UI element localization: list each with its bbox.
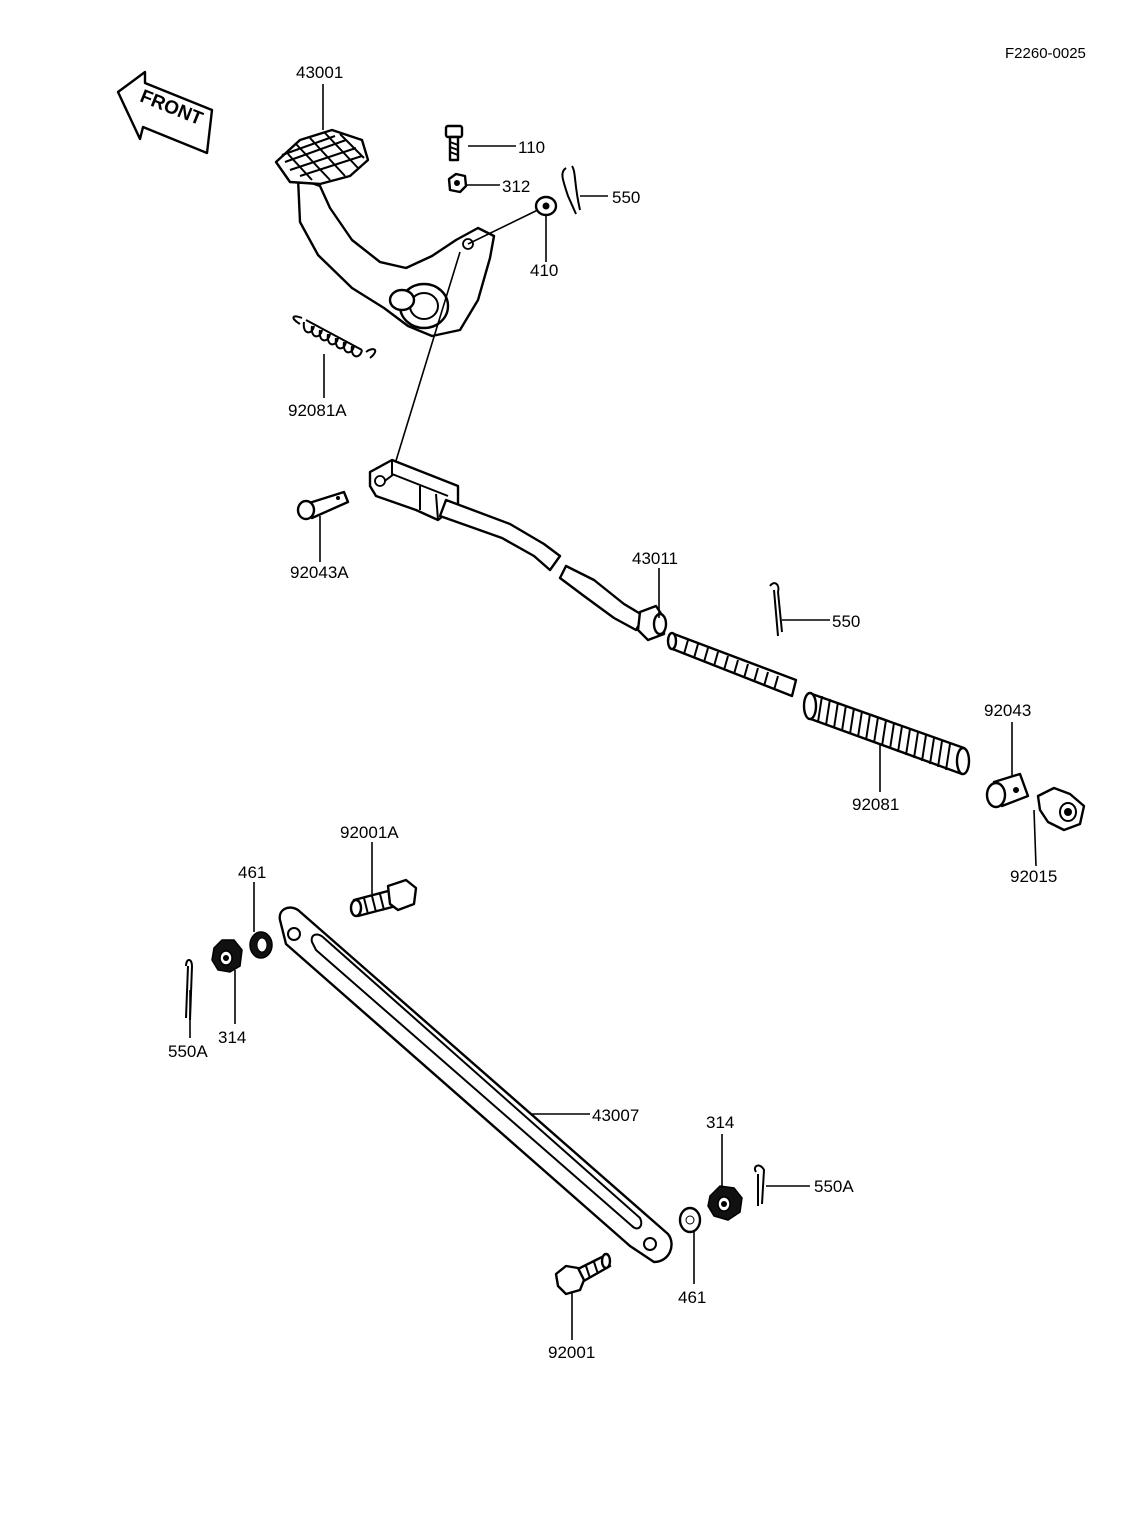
- label-92001A: 92001A: [340, 823, 399, 842]
- nut-314-left-part: [211, 939, 243, 973]
- label-92001: 92001: [548, 1343, 595, 1362]
- label-312: 312: [502, 177, 530, 196]
- cotter-pin-550-mid-part: [769, 582, 783, 637]
- cotter-pin-550A-right-part: [754, 1164, 766, 1206]
- spring-92081A-part: [292, 315, 377, 359]
- nut-312-part: [447, 172, 468, 194]
- brake-pedal-part: [274, 128, 496, 338]
- label-110: 110: [518, 138, 545, 157]
- label-410: 410: [530, 261, 558, 280]
- label-314-right: 314: [706, 1113, 734, 1132]
- label-550-mid: 550: [832, 612, 860, 631]
- label-92043A: 92043A: [290, 563, 349, 582]
- label-92081A: 92081A: [288, 401, 347, 420]
- label-92043: 92043: [984, 701, 1031, 720]
- label-92081: 92081: [852, 795, 899, 814]
- clevis-pin-92043A-part: [296, 490, 350, 521]
- label-314-left: 314: [218, 1028, 246, 1047]
- washer-461-right-part: [678, 1206, 702, 1234]
- cotter-pin-550A-left-part: [185, 959, 194, 1021]
- nut-314-right-part: [707, 1185, 743, 1221]
- label-550A-right: 550A: [814, 1177, 854, 1196]
- pin-92043-part: [985, 772, 1030, 809]
- front-arrow-icon: FRONT: [116, 70, 214, 155]
- spring-92081-part: [802, 691, 971, 776]
- threaded-rod-part: [666, 631, 798, 698]
- label-461-right: 461: [678, 1288, 706, 1307]
- label-550A-left: 550A: [168, 1042, 208, 1061]
- cotter-pin-550-top-part: [561, 165, 581, 215]
- washer-461-left-part: [249, 931, 273, 959]
- nut-92015-part: [1036, 786, 1086, 832]
- torque-link-43007-part: [278, 906, 673, 1264]
- label-92015: 92015: [1010, 867, 1057, 886]
- bolt-110-part: [444, 124, 464, 162]
- bolt-92001-part: [554, 1252, 612, 1296]
- label-461-left: 461: [238, 863, 266, 882]
- label-43011: 43011: [632, 549, 678, 568]
- label-550-top: 550: [612, 188, 640, 207]
- diagram-code: F2260-0025: [1005, 45, 1086, 62]
- washer-410-part: [534, 195, 558, 217]
- label-43001: 43001: [296, 63, 343, 82]
- bolt-92001A-part: [349, 878, 418, 918]
- brake-rod-43011-part: [368, 458, 668, 642]
- label-43007: 43007: [592, 1106, 639, 1125]
